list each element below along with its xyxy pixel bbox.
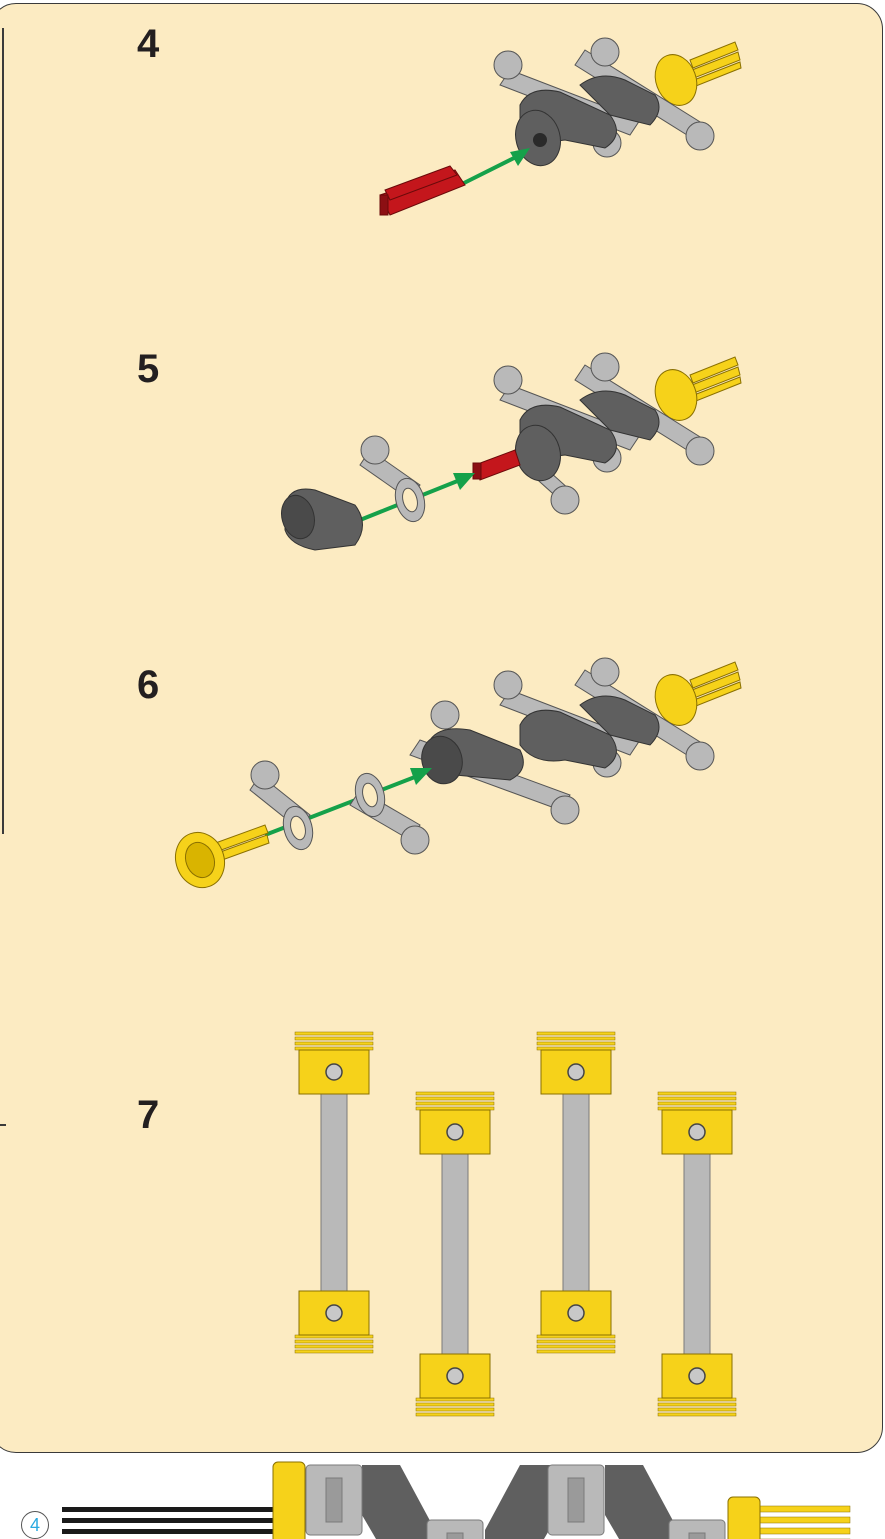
connecting-rod-icon (249, 760, 430, 855)
step-5-illustration (281, 352, 742, 551)
part-count-badge: 4 (21, 1511, 49, 1539)
piston-top-4-icon (657, 1091, 737, 1155)
step-number-6: 6 (137, 663, 160, 707)
crankshaft-assembly-icon (409, 657, 742, 825)
crankshaft-assembly-icon (493, 37, 742, 167)
black-axle-icon (62, 1507, 277, 1534)
yellow-axle-hub-icon (174, 824, 270, 889)
step-number-4: 4 (137, 22, 160, 66)
crankshaft-assembly-icon (493, 352, 742, 515)
step-number-5: 5 (137, 347, 160, 391)
piston-top-2-icon (415, 1091, 495, 1155)
step-4-illustration (379, 37, 742, 216)
piston-bottom-1-icon (294, 1290, 374, 1354)
piston-bottom-2-icon (415, 1353, 495, 1417)
piston-top-1-icon (294, 1031, 374, 1095)
crank-webs-icon (362, 1465, 678, 1539)
red-axle-connector-icon (379, 165, 466, 216)
page-margin-tick (0, 1124, 6, 1126)
step-6-illustration (174, 657, 742, 889)
step-7-engine-top-view (62, 1031, 851, 1539)
piston-top-3-icon (536, 1031, 616, 1095)
page-margin-line (2, 28, 4, 834)
insert-arrow-icon (459, 148, 530, 187)
connecting-rod-icon (359, 435, 426, 523)
step-number-7: 7 (137, 1093, 160, 1137)
instruction-page: 4 5 6 7 (0, 3, 883, 1539)
piston-bottom-3-icon (536, 1290, 616, 1354)
piston-bottom-4-icon (657, 1353, 737, 1417)
crank-web-icon (281, 488, 363, 551)
yellow-axle-icon (754, 1505, 851, 1539)
red-axle-connector-icon (472, 449, 521, 481)
